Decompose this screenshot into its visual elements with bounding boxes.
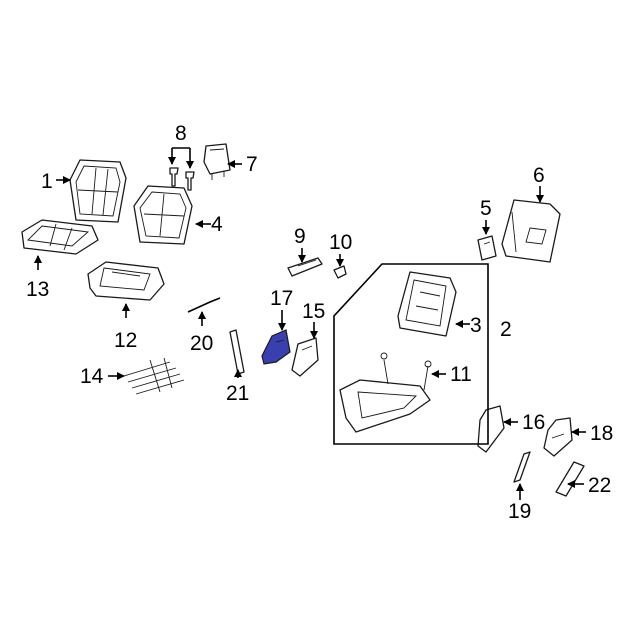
callout-3[interactable]: 3 (470, 314, 482, 337)
part-9-trim-bracket[interactable] (287, 257, 323, 277)
callout-6[interactable]: 6 (533, 164, 545, 187)
callout-15[interactable]: 15 (302, 300, 325, 323)
part-15-side-trim[interactable] (291, 337, 319, 377)
callout-18[interactable]: 18 (590, 422, 613, 445)
callout-22[interactable]: 22 (588, 474, 611, 497)
part-8-headrest-guides[interactable] (169, 167, 195, 191)
part-5-button[interactable] (477, 235, 497, 261)
callout-7[interactable]: 7 (246, 153, 258, 176)
callout-19[interactable]: 19 (508, 500, 531, 523)
callout-13[interactable]: 13 (26, 278, 49, 301)
part-3-frame-back[interactable] (397, 271, 457, 337)
callout-21[interactable]: 21 (226, 382, 249, 405)
callout-5[interactable]: 5 (480, 197, 492, 220)
part-6-rear-panel[interactable] (501, 199, 561, 263)
part-12-cushion-pad[interactable] (87, 261, 165, 301)
part-13-cushion-cover[interactable] (21, 219, 99, 255)
callout-12[interactable]: 12 (114, 329, 137, 352)
callout-17[interactable]: 17 (270, 287, 293, 310)
part-10-clip[interactable] (333, 265, 347, 279)
callout-1[interactable]: 1 (41, 170, 53, 193)
part-18-trim[interactable] (543, 417, 573, 457)
callout-11[interactable]: 11 (450, 363, 472, 386)
callout-20[interactable]: 20 (190, 332, 213, 355)
leader-lines (34, 147, 586, 500)
callout-4[interactable]: 4 (211, 213, 223, 236)
part-20-cable[interactable] (187, 297, 221, 313)
part-4-seat-back-pad[interactable] (133, 185, 193, 245)
part-22-trim-strip[interactable] (555, 461, 585, 497)
part-21-strut[interactable] (229, 329, 245, 375)
assembly-box-2 (333, 263, 489, 445)
callout-9[interactable]: 9 (294, 225, 306, 248)
callout-14[interactable]: 14 (80, 365, 104, 388)
part-11-frame-base[interactable] (339, 352, 432, 433)
part-17-highlighted-trim[interactable] (261, 329, 291, 365)
part-14-spring-mat[interactable] (123, 357, 185, 395)
part-1-seat-back-cover[interactable] (69, 159, 127, 223)
callout-2[interactable]: 2 (500, 318, 512, 341)
callout-8[interactable]: 8 (175, 122, 187, 145)
callout-16[interactable]: 16 (522, 411, 545, 434)
part-16-trim[interactable] (477, 405, 505, 453)
part-7-headrest[interactable] (203, 143, 231, 180)
callout-10[interactable]: 10 (329, 231, 352, 254)
part-19-trim-strip[interactable] (513, 451, 531, 483)
